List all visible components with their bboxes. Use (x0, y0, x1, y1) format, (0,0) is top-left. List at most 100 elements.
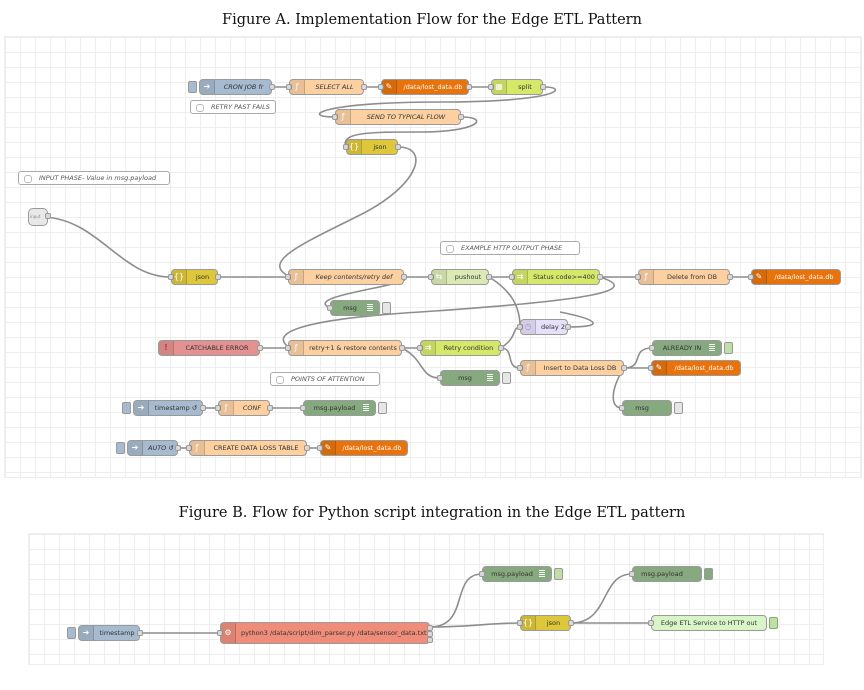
send-to-typical-flow-node[interactable]: ƒ SEND TO TYPICAL FLOW (332, 109, 464, 125)
conf-function-node[interactable]: ƒ CONF (215, 400, 273, 416)
output-port[interactable] (727, 274, 733, 280)
debug-toggle-button[interactable] (554, 568, 563, 580)
msg-payload-debug-node-a[interactable]: msg.payload (300, 400, 387, 416)
output-port[interactable] (361, 84, 367, 90)
input-port[interactable] (479, 571, 485, 577)
output-port[interactable] (466, 84, 472, 90)
output-port[interactable] (267, 405, 273, 411)
select-all-function-node[interactable]: ƒ SELECT ALL (286, 79, 367, 95)
input-port[interactable] (300, 405, 306, 411)
input-port[interactable] (378, 84, 384, 90)
stderr-port[interactable] (427, 631, 433, 637)
input-port[interactable] (629, 571, 635, 577)
msg-payload-debug-node-b2[interactable]: msg.payload (629, 566, 713, 582)
input-port[interactable] (327, 305, 333, 311)
pushout-http-node[interactable]: ⇆ pushout (428, 269, 492, 285)
input-port[interactable] (488, 84, 494, 90)
input-port[interactable] (517, 324, 523, 330)
keep-contents-node[interactable]: ƒ Keep contents/retry def (285, 269, 407, 285)
python-exec-node[interactable]: ⚙ python3 /data/script/dim_parser.py /da… (217, 622, 433, 644)
input-port[interactable] (649, 345, 655, 351)
input-port[interactable] (437, 375, 443, 381)
debug-toggle-button[interactable] (674, 402, 683, 414)
output-port[interactable] (540, 84, 546, 90)
stdout-port[interactable] (427, 625, 433, 631)
lost-data-db-node-2[interactable]: ✎ /data/lost_data.db (748, 269, 841, 285)
delay-node[interactable]: ◷ delay 2s (517, 319, 571, 335)
retry-restore-node[interactable]: ƒ retry+1 & restore contents (285, 340, 405, 356)
output-port[interactable] (401, 274, 407, 280)
insert-data-loss-node[interactable]: ƒ Insert to Data Loss DB (517, 360, 627, 376)
create-data-loss-table-node[interactable]: ƒ CREATE DATA LOSS TABLE (186, 440, 310, 456)
inject-trigger-button[interactable] (67, 627, 76, 639)
output-port[interactable] (458, 114, 464, 120)
output-port[interactable] (215, 274, 221, 280)
json-node-1[interactable]: {} json (343, 139, 401, 155)
timestamp-inject-node-b[interactable]: ➔ timestamp (67, 625, 143, 641)
output-port[interactable] (486, 274, 492, 280)
debug-toggle-button[interactable] (724, 342, 733, 354)
output-port[interactable] (200, 405, 206, 411)
input-port[interactable] (343, 144, 349, 150)
input-port[interactable] (748, 274, 754, 280)
msg-debug-node-1[interactable]: msg (327, 300, 391, 316)
input-port[interactable] (168, 274, 174, 280)
input-port[interactable] (509, 274, 515, 280)
output-port[interactable] (269, 84, 275, 90)
lost-data-db-node-1[interactable]: ✎ /data/lost_data.db (378, 79, 472, 95)
status-code-switch-node[interactable]: ⇉ Status code>=400 (509, 269, 603, 285)
edge-etl-http-out-node[interactable]: Edge ETL Service to HTTP out (648, 615, 778, 631)
output-toggle-button[interactable] (769, 617, 778, 629)
output-port[interactable] (175, 445, 181, 451)
output-port[interactable] (597, 274, 603, 280)
msg-debug-node-3[interactable]: msg (619, 400, 683, 416)
input-port[interactable] (215, 405, 221, 411)
msg-debug-node-2[interactable]: msg (437, 370, 511, 386)
input-port[interactable] (517, 620, 523, 626)
output-port[interactable] (395, 144, 401, 150)
debug-toggle-button[interactable] (502, 372, 511, 384)
lost-data-db-node-3[interactable]: ✎ /data/lost_data.db (648, 360, 741, 376)
timestamp-inject-node-a[interactable]: ➔ timestamp ↺ (122, 400, 206, 416)
input-port[interactable] (428, 274, 434, 280)
output-port[interactable] (45, 213, 51, 219)
inject-trigger-button[interactable] (188, 81, 197, 93)
input-port[interactable] (186, 445, 192, 451)
output-port[interactable] (498, 345, 504, 351)
input-port[interactable] (217, 630, 223, 636)
input-port[interactable] (648, 365, 654, 371)
input-port[interactable] (619, 405, 625, 411)
output-port[interactable] (304, 445, 310, 451)
debug-toggle-button[interactable] (704, 568, 713, 580)
already-in-debug-node[interactable]: ALREADY IN (649, 340, 733, 356)
delete-from-db-node[interactable]: ƒ Delete from DB (635, 269, 733, 285)
debug-toggle-button[interactable] (382, 302, 391, 314)
output-port[interactable] (565, 324, 571, 330)
msg-payload-debug-node-b1[interactable]: msg.payload (479, 566, 563, 582)
output-port[interactable] (568, 620, 574, 626)
output-port[interactable] (257, 345, 263, 351)
input-port[interactable] (635, 274, 641, 280)
input-port[interactable] (285, 274, 291, 280)
input-port[interactable] (417, 345, 423, 351)
output-port[interactable] (621, 365, 627, 371)
input-node[interactable]: input (28, 208, 51, 226)
json-node-2[interactable]: {} json (168, 269, 221, 285)
input-port[interactable] (648, 620, 654, 626)
output-port[interactable] (399, 345, 405, 351)
lost-data-db-node-4[interactable]: ✎ /data/lost_data.db (317, 440, 408, 456)
cron-job-inject-node[interactable]: ➔ CRON JOB fr (188, 79, 275, 95)
retry-condition-node[interactable]: ⇉ Retry condition (417, 340, 504, 356)
input-port[interactable] (332, 114, 338, 120)
input-port[interactable] (285, 345, 291, 351)
auto-inject-node[interactable]: ➔ AUTO ↺ (116, 440, 181, 456)
debug-toggle-button[interactable] (378, 402, 387, 414)
input-port[interactable] (286, 84, 292, 90)
inject-trigger-button[interactable] (122, 402, 131, 414)
input-port[interactable] (317, 445, 323, 451)
split-node[interactable]: ▦ split (488, 79, 546, 95)
output-port[interactable] (137, 630, 143, 636)
input-port[interactable] (517, 365, 523, 371)
catchable-error-node[interactable]: ! CATCHABLE ERROR (158, 340, 263, 356)
json-node-b[interactable]: {} json (517, 615, 574, 631)
